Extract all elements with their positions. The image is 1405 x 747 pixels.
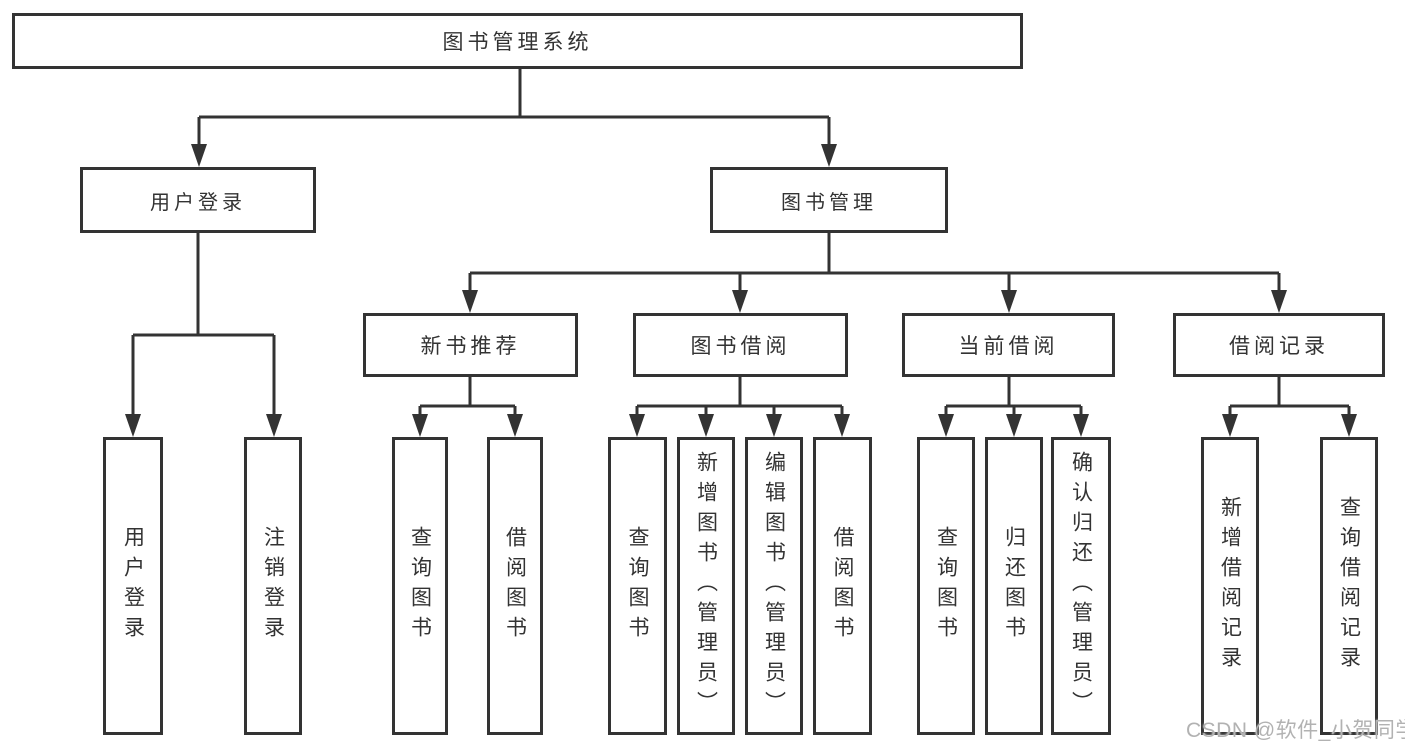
node-user-login: 用户登录 [80,167,316,233]
leaf-add-borrow-record: 新增借阅记录 [1201,437,1259,735]
node-book-borrowing: 图书借阅 [633,313,848,377]
node-book-management: 图书管理 [710,167,948,233]
node-new-book-recommend: 新书推荐 [363,313,578,377]
leaf-query-books-borrowing: 查询图书 [608,437,667,735]
leaf-borrow-books-recommend: 借阅图书 [487,437,543,735]
node-borrow-records: 借阅记录 [1173,313,1385,377]
leaf-confirm-return-admin: 确认归还（管理员） [1051,437,1111,735]
leaf-add-book-admin: 新增图书（管理员） [677,437,735,735]
leaf-query-books-recommend: 查询图书 [392,437,448,735]
leaf-query-borrow-record: 查询借阅记录 [1320,437,1378,735]
leaf-borrow-books-borrowing: 借阅图书 [813,437,872,735]
leaf-return-books: 归还图书 [985,437,1043,735]
watermark-text: CSDN @软件_小贺同学 [1186,719,1405,742]
leaf-query-books-current: 查询图书 [917,437,975,735]
node-current-borrowing: 当前借阅 [902,313,1115,377]
leaf-logout-login: 注销登录 [244,437,302,735]
leaf-user-login: 用户登录 [103,437,163,735]
leaf-edit-book-admin: 编辑图书（管理员） [745,437,803,735]
node-library-management-system: 图书管理系统 [12,13,1023,69]
